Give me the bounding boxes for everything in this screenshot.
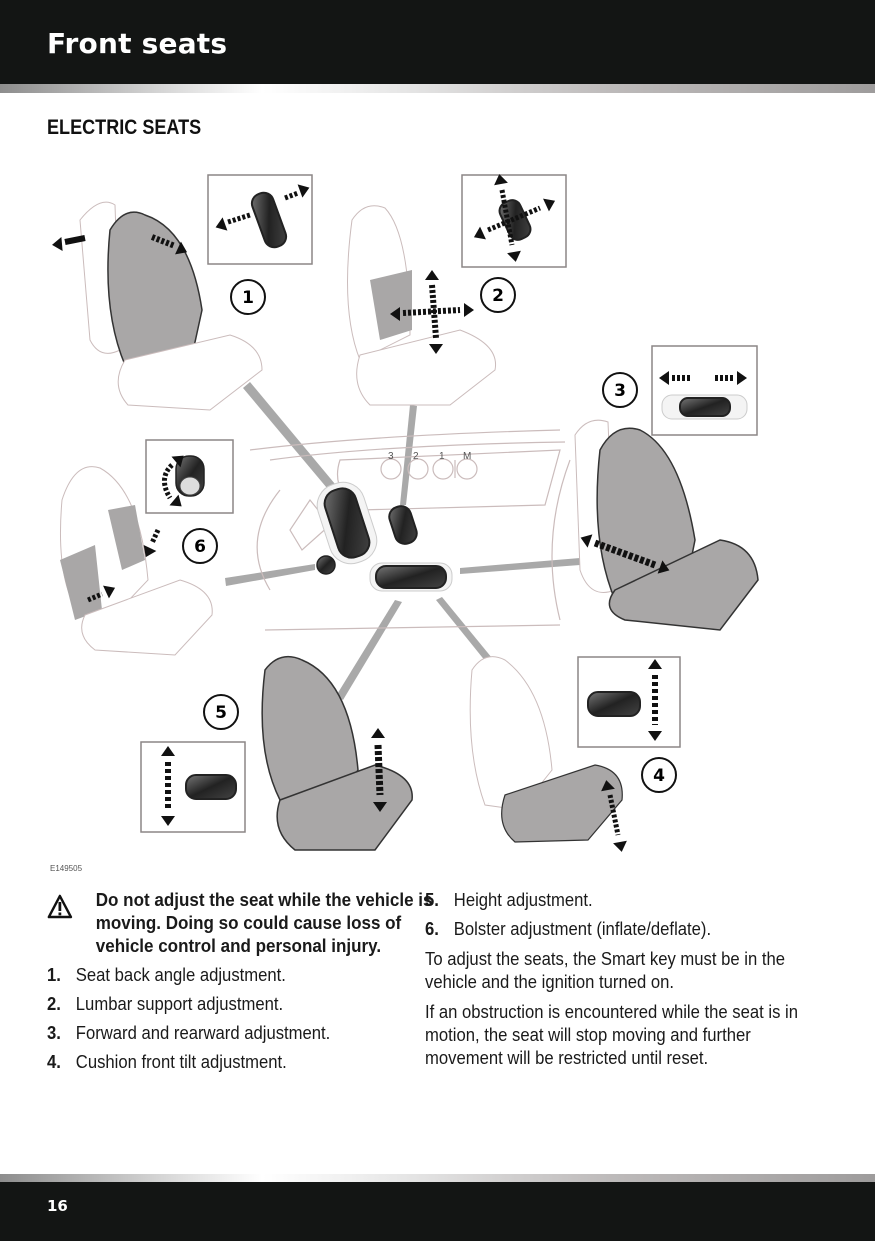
warning-triangle-icon bbox=[47, 894, 73, 919]
right-column: 5.Height adjustment. 6.Bolster adjustmen… bbox=[425, 888, 805, 1069]
page-title: Front seats bbox=[47, 27, 228, 60]
seat-3-illustration bbox=[574, 419, 759, 631]
memory-label-1: 1 bbox=[439, 451, 445, 462]
seat-4-illustration bbox=[469, 656, 629, 854]
leader-lines bbox=[225, 382, 580, 700]
paragraph-smart-key: To adjust the seats, the Smart key must … bbox=[425, 948, 786, 992]
memory-label-3: 3 bbox=[388, 451, 394, 462]
callout-1 bbox=[230, 279, 266, 315]
callout-5 bbox=[203, 694, 239, 730]
page-number: 16 bbox=[47, 1197, 68, 1215]
callout-6-label: 6 bbox=[194, 537, 206, 557]
callout-2 bbox=[480, 277, 516, 313]
list-item-3: 3.Forward and rearward adjustment. bbox=[47, 1022, 331, 1043]
left-column: Do not adjust the seat while the vehicle… bbox=[47, 888, 432, 1073]
seat-controls-diagram: 3 2 1 M 1 bbox=[40, 160, 780, 880]
header-chrome-bar bbox=[0, 84, 875, 93]
inset-2 bbox=[461, 172, 567, 268]
callout-6 bbox=[182, 528, 218, 564]
callout-5-label: 5 bbox=[215, 703, 227, 723]
inset-4 bbox=[577, 656, 681, 748]
list-item-2: 2.Lumbar support adjustment. bbox=[47, 993, 284, 1014]
page-footer: 16 bbox=[0, 1182, 875, 1241]
memory-label-2: 2 bbox=[413, 451, 419, 462]
callout-2-label: 2 bbox=[492, 286, 504, 306]
section-title: ELECTRIC SEATS bbox=[47, 116, 202, 139]
seat-2-illustration bbox=[347, 205, 497, 406]
seat-1-illustration bbox=[51, 201, 263, 411]
warning-text: Do not adjust the seat while the vehicle… bbox=[95, 889, 433, 956]
warning-block: Do not adjust the seat while the vehicle… bbox=[47, 888, 436, 957]
inset-6 bbox=[145, 439, 234, 514]
seat-6-illustration bbox=[60, 466, 213, 656]
list-item-5: 5.Height adjustment. bbox=[425, 889, 593, 910]
inset-5 bbox=[140, 741, 246, 833]
footer-chrome-bar bbox=[0, 1174, 875, 1183]
inset-3 bbox=[651, 345, 758, 436]
door-switches bbox=[316, 481, 453, 592]
memory-label-m: M bbox=[463, 451, 471, 462]
page-header: Front seats bbox=[0, 0, 875, 84]
callout-1-label: 1 bbox=[242, 288, 254, 308]
callout-4-label: 4 bbox=[653, 766, 665, 786]
callout-4 bbox=[641, 757, 677, 793]
list-item-1: 1.Seat back angle adjustment. bbox=[47, 964, 286, 985]
paragraph-obstruction: If an obstruction is encountered while t… bbox=[425, 1001, 798, 1068]
callout-3-label: 3 bbox=[614, 381, 626, 401]
callout-3 bbox=[602, 372, 638, 408]
list-item-4: 4.Cushion front tilt adjustment. bbox=[47, 1051, 287, 1072]
inset-1 bbox=[207, 174, 313, 265]
figure-id: E149505 bbox=[50, 864, 83, 873]
list-item-6: 6.Bolster adjustment (inflate/deflate). bbox=[425, 918, 712, 939]
seat-5-illustration bbox=[261, 655, 413, 851]
